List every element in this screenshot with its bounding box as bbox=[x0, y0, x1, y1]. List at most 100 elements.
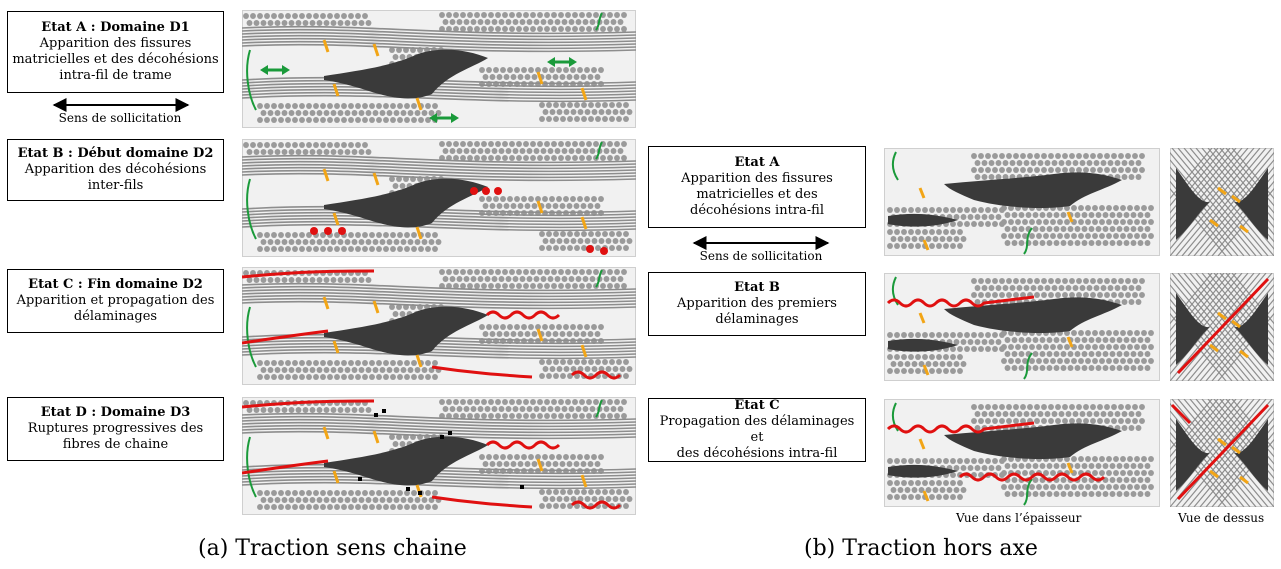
fibre-dot bbox=[1116, 365, 1123, 371]
fibre-dot bbox=[953, 214, 960, 220]
fibre-dot bbox=[320, 246, 326, 252]
fibre-dot bbox=[299, 360, 305, 366]
fibre-dot bbox=[1071, 358, 1077, 364]
fibre-dot bbox=[600, 283, 606, 289]
fibre-dot bbox=[1114, 160, 1121, 166]
fibre-dot bbox=[971, 418, 977, 424]
fibre-dot bbox=[502, 141, 508, 147]
fibre-dot bbox=[510, 74, 517, 80]
fibre-dot bbox=[574, 503, 580, 509]
fibre-dot bbox=[561, 406, 568, 412]
fibre-dot bbox=[1123, 365, 1130, 371]
delamination-line bbox=[570, 500, 622, 510]
fibre-dot bbox=[999, 418, 1005, 424]
fibre-dot bbox=[574, 245, 580, 251]
fibre-dot bbox=[453, 399, 459, 405]
fibre-dot bbox=[404, 360, 410, 366]
fibre-dot bbox=[539, 231, 545, 237]
fibre-dot bbox=[509, 141, 515, 147]
fibre-dot bbox=[577, 196, 583, 202]
intra-yarn-crack bbox=[1231, 319, 1241, 329]
fibre-dot bbox=[1095, 351, 1102, 357]
fibre-dot bbox=[517, 74, 524, 80]
fibre-dot bbox=[554, 406, 561, 412]
fibre-dot bbox=[379, 239, 386, 245]
ply-fibre bbox=[1183, 399, 1274, 507]
fibre-dot bbox=[1078, 358, 1084, 364]
fibre-dot bbox=[323, 277, 330, 283]
fibre-dot bbox=[539, 503, 545, 509]
fibre-dot bbox=[936, 229, 942, 235]
caption-left: (a) Traction sens chaine bbox=[198, 536, 467, 561]
fibre-dot bbox=[285, 103, 291, 109]
fibre-dot bbox=[1034, 167, 1040, 173]
fibre-dot bbox=[407, 367, 414, 373]
void-shape bbox=[888, 464, 958, 478]
fibre-dot bbox=[316, 110, 323, 116]
fibre-dot bbox=[1106, 205, 1112, 211]
fibre-dot bbox=[411, 504, 417, 510]
fibre-dot bbox=[978, 221, 984, 227]
fibre-dot bbox=[1048, 418, 1054, 424]
fibre-dot bbox=[500, 67, 506, 73]
fibre-dot bbox=[344, 367, 351, 373]
fibre-dot bbox=[1111, 167, 1117, 173]
fibre-dot bbox=[887, 229, 893, 235]
fibre-dot bbox=[915, 229, 921, 235]
fibre-dot bbox=[1123, 226, 1130, 232]
fibre-dot bbox=[316, 407, 323, 413]
fibre-dot bbox=[351, 149, 358, 155]
fibre-dot bbox=[623, 503, 629, 509]
matrix-crack bbox=[246, 49, 257, 111]
warp-yarn-strand bbox=[242, 288, 636, 298]
fibre-dot bbox=[442, 19, 449, 25]
fibre-dot bbox=[546, 231, 552, 237]
fibre-dot bbox=[988, 174, 995, 180]
fibre-dot bbox=[946, 361, 953, 367]
fibre-dot bbox=[1099, 456, 1105, 462]
fibre-dot bbox=[539, 359, 545, 365]
intra-yarn-crack bbox=[1217, 437, 1227, 447]
fibre-dot bbox=[523, 26, 529, 32]
fibre-dot bbox=[995, 411, 1002, 417]
fibre-dot bbox=[1009, 411, 1016, 417]
fibre-dot bbox=[607, 26, 613, 32]
fibre-dot bbox=[1134, 470, 1140, 476]
fibre-dot bbox=[581, 102, 587, 108]
fibre-dot bbox=[535, 324, 541, 330]
fibre-dot bbox=[449, 276, 456, 282]
fibre-dot bbox=[470, 276, 477, 282]
fibre-dot bbox=[316, 239, 323, 245]
fibre-dot bbox=[626, 496, 633, 502]
fibre-dot bbox=[558, 26, 564, 32]
void-shape bbox=[324, 436, 488, 486]
fibre-dot bbox=[617, 148, 624, 154]
fibre-dot bbox=[505, 276, 512, 282]
fibre-dot bbox=[978, 404, 984, 410]
fibre-dot bbox=[1074, 226, 1081, 232]
fibre-dot bbox=[901, 480, 907, 486]
intra-yarn-crack bbox=[580, 474, 588, 488]
fibre-dot bbox=[932, 236, 939, 242]
warp-yarn-strand bbox=[242, 427, 636, 437]
fibre-dot bbox=[1092, 205, 1098, 211]
fibre-dot bbox=[250, 142, 256, 148]
fibre-dot bbox=[575, 19, 582, 25]
fibre-dot bbox=[1095, 491, 1102, 497]
fibre-dot bbox=[271, 232, 277, 238]
fibre-dot bbox=[1107, 160, 1114, 166]
fibre-dot bbox=[573, 331, 580, 337]
intra-yarn-crack bbox=[332, 83, 340, 97]
fibre-dot bbox=[530, 413, 536, 419]
fibre-dot bbox=[1137, 212, 1144, 218]
fibre-dot bbox=[421, 110, 428, 116]
delamination-line bbox=[242, 269, 375, 279]
fibre-dot bbox=[544, 26, 550, 32]
fibre-dot bbox=[1018, 463, 1025, 469]
fibre-dot bbox=[1141, 456, 1147, 462]
fibre-dot bbox=[502, 269, 508, 275]
fibre-dot bbox=[383, 246, 389, 252]
fibre-dot bbox=[1106, 330, 1112, 336]
fibre-dot bbox=[915, 332, 921, 338]
fibre-dot bbox=[1041, 292, 1047, 298]
